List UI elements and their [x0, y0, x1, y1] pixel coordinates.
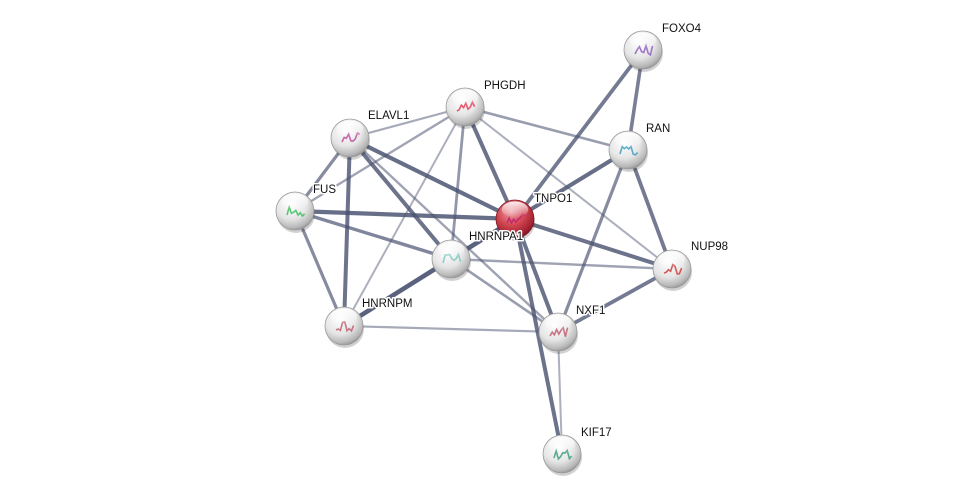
edges-layer	[292, 48, 674, 456]
node-tnpo1[interactable]: TNPO1	[495, 192, 574, 241]
edge-ran-nxf1[interactable]	[556, 148, 630, 334]
edge-nxf1-kif17[interactable]	[557, 331, 563, 455]
node-label: NXF1	[576, 305, 605, 317]
node-gloss	[548, 436, 576, 453]
edge-hnrnpa1-hnrnpm[interactable]	[341, 256, 454, 329]
edge-tnpo1-nxf1[interactable]	[513, 217, 560, 334]
node-label: HNRNPA1	[469, 231, 523, 243]
edge-tnpo1-kif17[interactable]	[513, 217, 564, 456]
edge-phgdh-hnrnpm[interactable]	[343, 106, 466, 327]
edge-tnpo1-foxo4[interactable]	[513, 48, 645, 221]
node-hnrnpm[interactable]: HNRNPM	[324, 297, 414, 348]
node-gloss	[336, 120, 364, 137]
node-foxo4[interactable]: FOXO4	[623, 22, 703, 72]
edge-phgdh-elavl1[interactable]	[348, 105, 467, 140]
node-elavl1[interactable]: ELAVL1	[330, 109, 411, 160]
node-label: TNPO1	[534, 193, 572, 205]
node-label: HNRNPM	[362, 298, 412, 310]
node-gloss	[544, 314, 572, 331]
protein-structure-icon	[553, 448, 573, 461]
node-gloss	[451, 89, 479, 106]
node-nxf1[interactable]: NXF1	[538, 304, 607, 354]
node-kif17[interactable]: KIF17	[542, 426, 613, 476]
edge-fus-hnrnpa1[interactable]	[293, 209, 453, 261]
node-gloss	[330, 308, 358, 325]
node-ran[interactable]: RAN	[608, 122, 672, 172]
edge-nup98-phgdh[interactable]	[464, 106, 673, 270]
node-gloss	[614, 132, 642, 149]
node-gloss	[281, 193, 309, 210]
node-gloss	[437, 241, 465, 258]
edge-nxf1-hnrnpm[interactable]	[342, 324, 560, 334]
node-label: FUS	[313, 184, 336, 196]
protein-structure-icon	[634, 42, 654, 57]
node-label: KIF17	[581, 427, 612, 439]
edge-tnpo1-fus[interactable]	[292, 208, 518, 222]
edge-nup98-nxf1[interactable]	[556, 267, 674, 334]
protein-structure-icon	[549, 325, 569, 337]
edge-elavl1-hnrnpm[interactable]	[342, 136, 352, 328]
node-label: NUP98	[691, 241, 728, 253]
edge-elavl1-hnrnpa1[interactable]	[348, 136, 453, 261]
edge-phgdh-fus[interactable]	[293, 105, 467, 213]
edge-fus-hnrnpm[interactable]	[293, 209, 346, 328]
edge-ran-nup98[interactable]	[626, 148, 674, 271]
node-nup98[interactable]: NUP98	[652, 240, 730, 291]
edge-phgdh-hnrnpa1[interactable]	[449, 105, 467, 261]
node-gloss	[658, 251, 686, 268]
edge-ran-phgdh[interactable]	[463, 105, 630, 152]
edge-tnpo1-elavl1[interactable]	[347, 135, 518, 222]
edge-nxf1-hnrnpa1[interactable]	[449, 257, 560, 334]
node-hnrnpa1[interactable]: HNRNPA1	[431, 230, 525, 281]
edge-tnpo1-phgdh[interactable]	[463, 105, 517, 221]
node-label: PHGDH	[484, 80, 526, 92]
node-label: RAN	[646, 123, 670, 135]
edge-tnpo1-ran[interactable]	[512, 147, 631, 222]
node-label: FOXO4	[662, 23, 702, 35]
node-gloss	[501, 201, 529, 218]
node-fus[interactable]: FUS	[275, 183, 338, 233]
node-phgdh[interactable]: PHGDH	[445, 79, 527, 129]
edge-nup98-hnrnpa1[interactable]	[449, 257, 674, 271]
node-label: ELAVL1	[368, 110, 409, 122]
node-gloss	[629, 32, 657, 49]
protein-structure-icon	[286, 204, 306, 218]
